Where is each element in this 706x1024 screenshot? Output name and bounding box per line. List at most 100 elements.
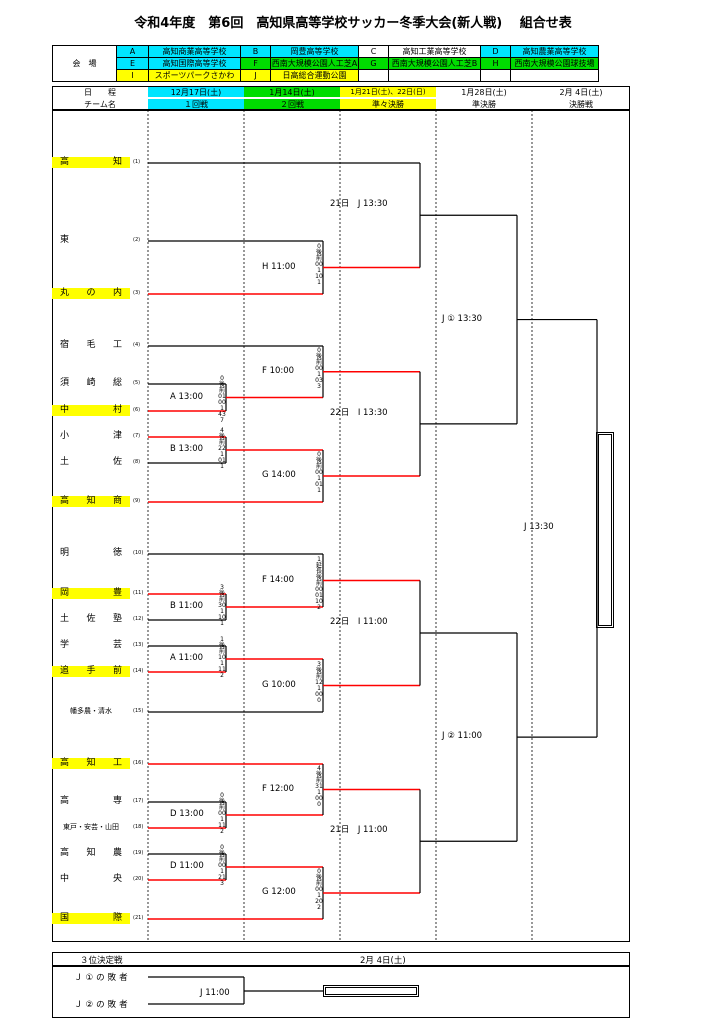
team-name: 宿毛工 [60, 340, 122, 350]
venue-name: 高知商業高等学校 [148, 45, 241, 58]
team-name: 須崎総 [60, 378, 122, 388]
team-number: (8) [133, 459, 141, 465]
round1-match-label: A 11:00 [170, 653, 204, 663]
team-name: 丸の内 [52, 288, 130, 299]
champion-box [596, 432, 614, 628]
team-number: (19) [133, 850, 144, 856]
schedule-header [52, 86, 630, 110]
venue-name: 西南大規模公園人工芝A [270, 57, 359, 70]
round1-match-label: D 11:00 [170, 861, 204, 871]
team-name: 土 佐 [60, 457, 122, 467]
round2-label: ２回戦 [244, 99, 340, 109]
venue-name: 西南大規模公園球技場 [510, 57, 599, 70]
team-number: (14) [133, 668, 144, 674]
date-round2: 1月14日(土) [244, 87, 340, 97]
venue-code: A [116, 45, 149, 58]
team-number: (11) [133, 590, 144, 596]
round1-match-label: A 13:00 [170, 391, 204, 402]
final-match-label: J 13:30 [524, 522, 554, 533]
third-place-frame [52, 966, 630, 1018]
round2-match-label: F 14:00 [262, 574, 295, 585]
venue-table: 会 場 A 高知商業高等学校 B 岡豊高等学校 C 高知工業高等学校 D 高知農… [52, 45, 599, 82]
third-place-label: ３位決定戦 [80, 956, 123, 966]
team-number: (18) [133, 824, 144, 830]
team-number: (10) [133, 550, 144, 556]
third-place-team2: Ｊ②の敗者 [74, 1000, 131, 1010]
team-number: (1) [133, 159, 141, 165]
page-title: 令和4年度 第6回 高知県高等学校サッカー冬季大会(新人戦) 組合せ表 [134, 16, 572, 31]
round2-match-label: F 12:00 [262, 783, 295, 794]
venue-name: 高知国際高等学校 [148, 57, 241, 70]
venue-code: H [480, 57, 511, 70]
team-name: 学 芸 [60, 640, 122, 650]
venue-code: B [240, 45, 271, 58]
team-number: (15) [133, 708, 144, 714]
team-name: 高知商 [52, 496, 130, 507]
team-number: (12) [133, 616, 144, 622]
round1-match-label: D 13:00 [170, 809, 204, 819]
team-name: 高 知 [52, 157, 130, 168]
venue-label: 会 場 [52, 45, 117, 82]
quarterfinal-label: 準々決勝 [340, 99, 436, 109]
team-name: 中 村 [52, 405, 130, 416]
team-number: (13) [133, 642, 144, 648]
team-number: (6) [133, 407, 141, 413]
venue-code: E [116, 57, 149, 70]
third-place-date: 2月 4日(土) [360, 956, 406, 966]
team-name: 土佐塾 [60, 614, 122, 624]
round1-match-label: B 13:00 [170, 444, 204, 454]
round2-match-label: G 12:00 [262, 887, 296, 897]
venue-code: C [358, 45, 389, 58]
team-name: 高知工 [52, 758, 130, 769]
team-name: 明 徳 [60, 548, 122, 558]
team-number: (17) [133, 798, 144, 804]
team-number: (16) [133, 760, 144, 766]
third-place-match: J 11:00 [200, 988, 230, 998]
venue-name: 高知工業高等学校 [388, 45, 481, 58]
team-name: 高知農 [60, 848, 122, 858]
round1-label: １回戦 [148, 99, 244, 109]
third-place-winner-box [323, 985, 419, 997]
schedule-label: 日 程 [84, 88, 116, 97]
round2-match-label: G 10:00 [262, 679, 296, 690]
third-place-header [52, 952, 630, 966]
quarterfinal-match-label: 21日 J 13:30 [330, 199, 388, 210]
team-number: (21) [133, 915, 144, 921]
venue-code: J [240, 69, 271, 82]
date-quarterfinal: 1月21日(土)、22日(日) [340, 87, 436, 97]
team-number: (9) [133, 498, 141, 504]
bracket-frame [52, 110, 630, 942]
venue-name: 高知農業高等学校 [510, 45, 599, 58]
team-number: (7) [133, 433, 141, 439]
team-name: 小 津 [60, 431, 122, 441]
round2-match-label: G 14:00 [262, 470, 296, 480]
team-name: 東戸・安芸・山田 [63, 823, 119, 831]
date-final: 2月 4日(土) [559, 88, 603, 97]
team-name: 追手前 [52, 666, 130, 677]
quarterfinal-match-label: 21日 J 11:00 [330, 825, 388, 836]
team-number: (20) [133, 876, 144, 882]
venue-name: 岡豊高等学校 [270, 45, 359, 58]
venue-name: 西南大規模公園人工芝B [388, 57, 481, 70]
semifinal-match-label: J ② 11:00 [442, 731, 483, 742]
round2-match-label: H 11:00 [262, 261, 296, 272]
team-name: 中 央 [60, 874, 122, 884]
date-round1: 12月17日(土) [148, 87, 244, 97]
round2-match-label: F 10:00 [262, 365, 295, 376]
team-number: (4) [133, 342, 141, 348]
round1-match-label: B 11:00 [170, 601, 204, 611]
team-name: 国 際 [52, 913, 130, 924]
semifinal-match-label: J ① 13:30 [442, 313, 483, 324]
venue-name: スポーツパークさかわ [148, 69, 241, 82]
